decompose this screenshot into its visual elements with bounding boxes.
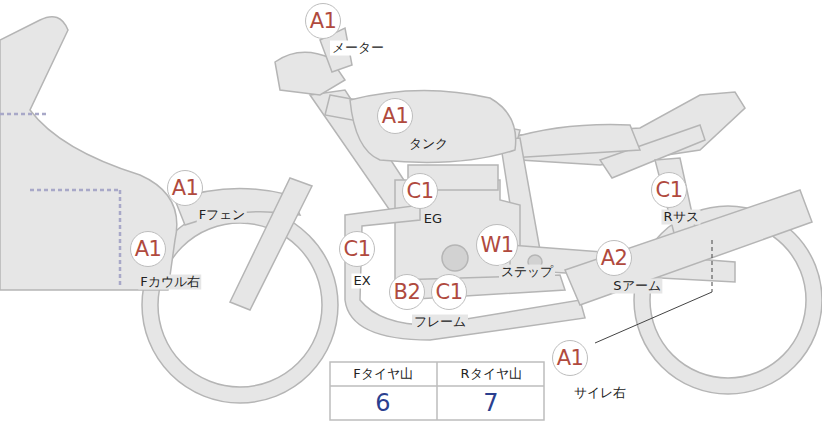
part-name: サイレ右 <box>572 386 628 401</box>
part-name: Rサス <box>661 210 700 225</box>
part-name: Fフェン <box>197 208 247 223</box>
damage-code-circle: W1 <box>476 224 518 266</box>
part-name: Fカウル右 <box>138 275 201 290</box>
damage-code-circle: C1 <box>651 172 687 208</box>
damage-code-circle: C1 <box>402 173 438 209</box>
table-value: 7 <box>481 390 500 418</box>
part-name: フレーム <box>412 315 468 330</box>
damage-code-circle: C1 <box>339 231 375 267</box>
callout-number: A1 <box>172 178 199 199</box>
part-name: ステップ <box>499 265 555 280</box>
damage-code-circle: B2 <box>389 274 425 310</box>
callout-number: C1 <box>343 239 370 260</box>
callout-number: B2 <box>394 282 421 303</box>
part-name: EX <box>351 274 372 289</box>
callout-number: A2 <box>601 248 628 269</box>
damage-code-circle: A1 <box>305 3 341 39</box>
callout-number: A1 <box>382 106 409 127</box>
table-header: Rタイヤ山 <box>458 367 523 382</box>
callout-number: A1 <box>310 11 337 32</box>
damage-code-circle: A1 <box>167 170 203 206</box>
damage-code-circle: A2 <box>596 240 632 276</box>
part-name: EG <box>422 212 444 227</box>
callout-number: A1 <box>557 348 584 369</box>
callout-number: C1 <box>655 180 682 201</box>
damage-code-circle: A1 <box>130 231 166 267</box>
damage-code-circle: C1 <box>431 274 467 310</box>
part-name: タンク <box>407 137 450 152</box>
table-value: 6 <box>373 390 392 418</box>
callout-number: C1 <box>435 282 462 303</box>
table-header: Fタイヤ山 <box>351 367 414 382</box>
callout-number: W1 <box>480 235 513 256</box>
part-name: Sアーム <box>611 279 662 294</box>
callout-number: C1 <box>406 181 433 202</box>
damage-code-circle: A1 <box>552 340 588 376</box>
part-name: メーター <box>330 41 386 56</box>
damage-code-circle: A1 <box>377 98 413 134</box>
callout-number: A1 <box>135 239 162 260</box>
